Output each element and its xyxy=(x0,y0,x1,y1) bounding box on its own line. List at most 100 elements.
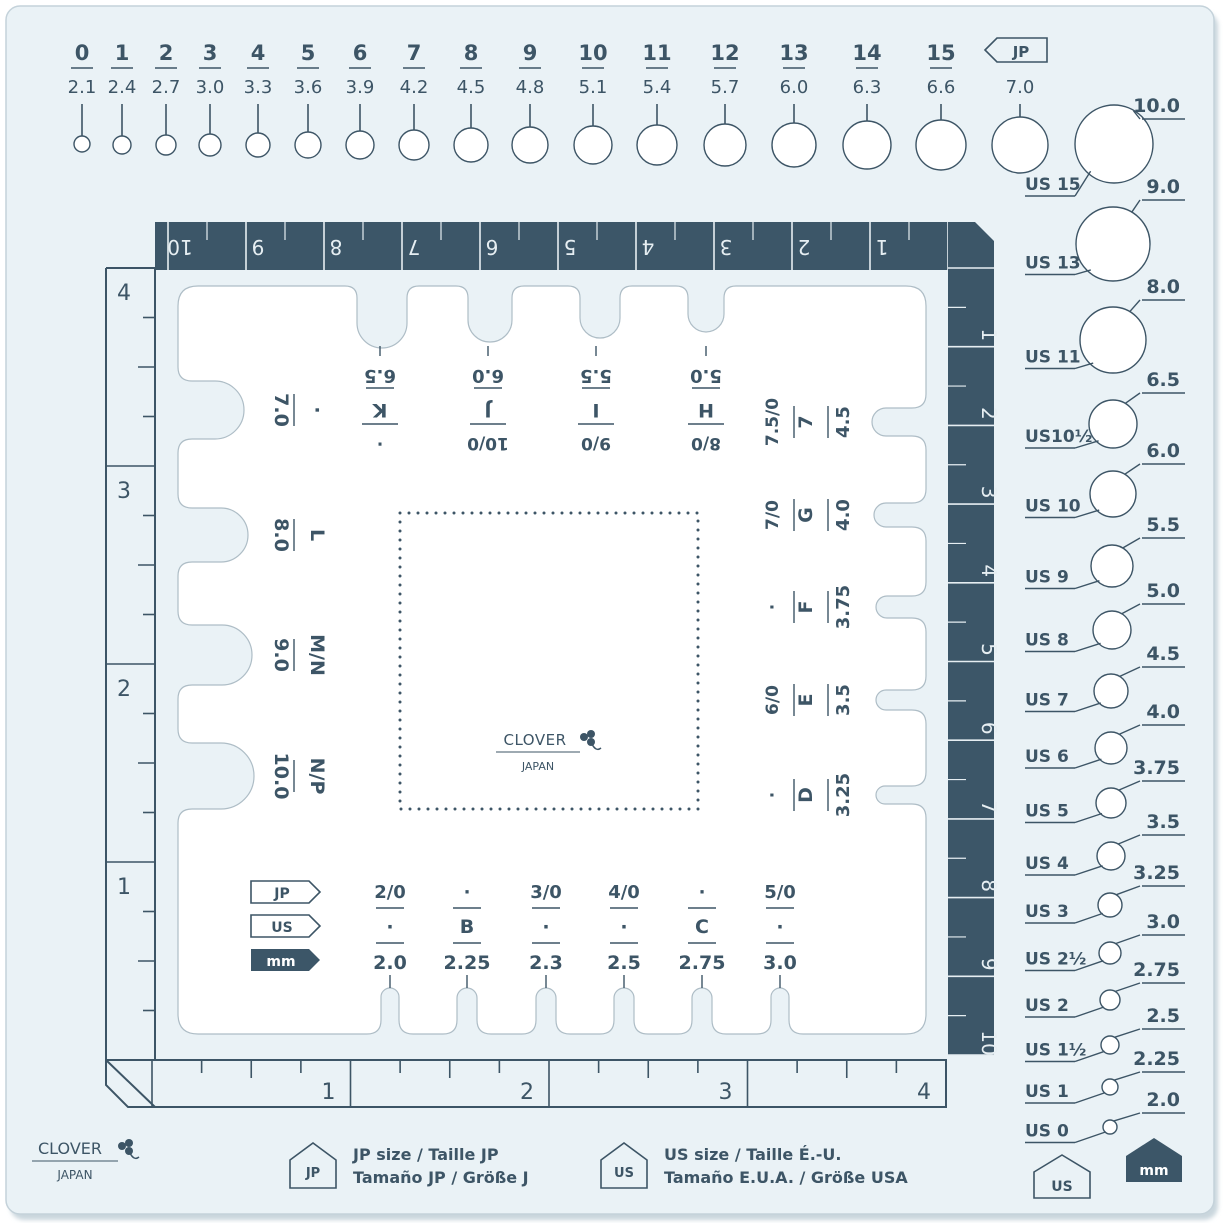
top-jp-size-label: 3 xyxy=(203,41,218,65)
right-us-size-label: US 3 xyxy=(1025,902,1069,922)
top-notch-us: K xyxy=(371,399,387,421)
right-us-leader xyxy=(1074,812,1103,824)
top-jp-size-label: 4 xyxy=(251,41,266,65)
right-ruler-label: 7 xyxy=(977,801,1001,814)
right-ruler-label: 6 xyxy=(977,722,1001,735)
right-mm-leader xyxy=(1117,834,1141,845)
brand-center-sub: JAPAN xyxy=(521,760,554,773)
jp-tag-top-label: JP xyxy=(1012,43,1030,61)
left-notch-us: · xyxy=(306,406,328,413)
top-ruler-label: 9 xyxy=(252,235,265,259)
top-mm-size-label: 3.3 xyxy=(244,77,273,98)
right-us-size-label: US 11 xyxy=(1025,348,1081,368)
right-mm-leader xyxy=(1130,199,1141,213)
top-notch-us: H xyxy=(698,399,714,421)
right-notch-us: F xyxy=(795,601,817,614)
top-jp-size-label: 11 xyxy=(642,41,671,65)
top-mm-size-label: 5.7 xyxy=(711,77,740,98)
right-us-size-label: US 10 xyxy=(1025,497,1081,517)
brand-footer-name: CLOVER xyxy=(38,1139,102,1158)
top-ruler-label: 3 xyxy=(720,235,733,259)
right-mm-leader xyxy=(1114,982,1141,993)
right-notch-mm: 3.25 xyxy=(833,773,854,817)
top-mm-size-label: 2.1 xyxy=(68,77,97,98)
top-ruler-label: 10 xyxy=(167,235,192,259)
right-us-leader xyxy=(1074,960,1104,972)
right-mm-leader xyxy=(1113,1071,1141,1081)
top-gauge-hole xyxy=(991,116,1049,174)
right-notch-mm: 3.75 xyxy=(833,585,854,629)
right-mm-leader xyxy=(1132,110,1141,120)
bottom-notch-us: · xyxy=(776,916,783,938)
bottom-notch-jp: 2/0 xyxy=(374,882,406,903)
right-gauge-hole xyxy=(1096,841,1126,871)
top-mm-size-label: 3.0 xyxy=(196,77,225,98)
right-us-leader xyxy=(1074,440,1099,449)
right-mm-leader xyxy=(1113,1112,1141,1122)
right-us-size-label: US 1½ xyxy=(1025,1041,1086,1061)
right-ruler-label: 5 xyxy=(977,643,1001,656)
top-mm-size-label: 6.6 xyxy=(927,77,956,98)
right-ruler-label: 8 xyxy=(977,879,1001,892)
legend-jp-label: JP xyxy=(273,886,289,902)
right-us-size-label: US 15 xyxy=(1025,175,1081,195)
top-mm-size-label: 2.4 xyxy=(108,77,137,98)
top-gauge-hole xyxy=(453,127,489,163)
bottom-notch-us: · xyxy=(620,916,627,938)
right-notch-jp: 7/0 xyxy=(763,500,783,530)
footer-jp-line1: JP size / Taille JP xyxy=(352,1145,499,1164)
top-mm-size-label: 3.6 xyxy=(294,77,323,98)
right-notch-mm: 4.0 xyxy=(833,499,854,531)
top-jp-size-label: 12 xyxy=(710,41,739,65)
top-mm-size-label: 5.1 xyxy=(579,77,608,98)
bottom-notch-jp: 5/0 xyxy=(764,882,796,903)
right-ruler-label: 3 xyxy=(977,486,1001,499)
brand-center: CLOVER JAPAN xyxy=(496,730,602,773)
bottom-notch-mm: 2.5 xyxy=(607,952,641,974)
right-mm-leader xyxy=(1115,885,1141,896)
top-jp-size-label: 6 xyxy=(353,41,368,65)
right-us-leader xyxy=(1074,170,1092,197)
left-ruler-label: 2 xyxy=(117,677,131,702)
footer-us-tag: US xyxy=(614,1166,634,1181)
right-us-size-label: US 4 xyxy=(1025,854,1069,874)
top-gauge-hole xyxy=(771,122,817,168)
right-us-size-label: US 2½ xyxy=(1025,950,1086,970)
bottom-ruler-label: 3 xyxy=(719,1080,733,1105)
right-us-leader xyxy=(1074,362,1094,370)
right-us-leader xyxy=(1074,865,1103,876)
top-jp-size-label: 8 xyxy=(464,41,479,65)
bottom-notch-jp: 4/0 xyxy=(608,882,640,903)
top-gauge-hole xyxy=(703,123,747,167)
footer: CLOVER JAPAN JP JP size / Taille JP Tama… xyxy=(32,1138,1182,1199)
top-notch-mm: 5.5 xyxy=(580,365,612,386)
legend-tags: JP US mm xyxy=(250,880,322,971)
right-mm-leader xyxy=(1114,1028,1141,1039)
right-gauge-hole xyxy=(1100,1035,1120,1055)
top-jp-size-label: 14 xyxy=(852,41,881,65)
right-us-leader xyxy=(1074,1131,1107,1144)
right-notch-us: D xyxy=(795,787,817,803)
top-gauge-hole xyxy=(573,125,613,165)
right-mm-leader xyxy=(1124,463,1141,476)
footer-jp-key: JP JP size / Taille JP Tamaño JP / Größe… xyxy=(289,1142,529,1189)
right-mm-leader xyxy=(1124,392,1141,405)
top-jp-size-label: 15 xyxy=(926,41,955,65)
top-gauge-hole xyxy=(636,124,678,166)
right-us-leader xyxy=(1074,509,1100,519)
left-ruler-label: 4 xyxy=(117,281,131,306)
right-gauge-hole xyxy=(1094,731,1128,765)
right-mm-size-label: 5.5 xyxy=(1146,514,1180,536)
bottom-notch-mm: 2.3 xyxy=(529,952,563,974)
right-us-leader xyxy=(1074,1091,1106,1104)
right-notch-jp: · xyxy=(763,604,783,610)
right-notch-jp: 6/0 xyxy=(763,685,783,715)
right-mm-size-label: 10.0 xyxy=(1133,95,1180,117)
top-mm-size-label: 2.7 xyxy=(152,77,181,98)
footer-us-tag-right: US xyxy=(1033,1154,1091,1199)
right-ruler-label: 2 xyxy=(977,407,1001,420)
